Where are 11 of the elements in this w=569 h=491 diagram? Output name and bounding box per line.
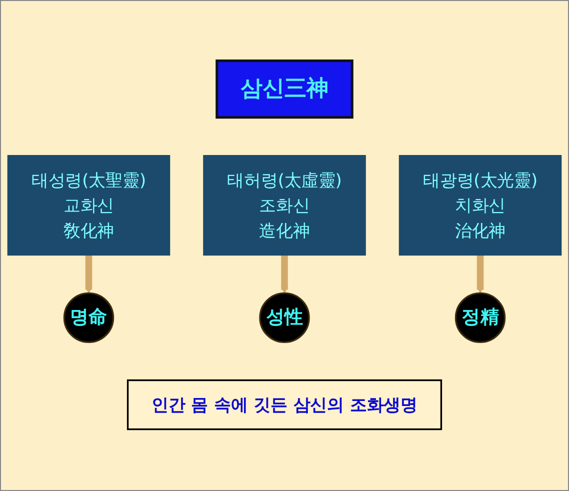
arrow bbox=[85, 255, 92, 294]
node-circle: 정精 bbox=[454, 292, 506, 344]
arrow bbox=[476, 255, 484, 294]
node-box: 삼신三神 bbox=[216, 60, 354, 120]
node-box: 인간 몸 속에 깃든 삼신의 조화생명 bbox=[126, 380, 442, 431]
node-circle: 성性 bbox=[259, 292, 310, 344]
node-box: 태성령(太聖靈) 교화신 敎化神 bbox=[7, 155, 170, 256]
node-circle: 명命 bbox=[63, 292, 114, 344]
node-box: 태허령(太虛靈) 조화신 造化神 bbox=[203, 155, 366, 256]
node-box: 태광령(太光靈) 치화신 治化神 bbox=[398, 155, 562, 256]
arrow bbox=[280, 255, 288, 294]
